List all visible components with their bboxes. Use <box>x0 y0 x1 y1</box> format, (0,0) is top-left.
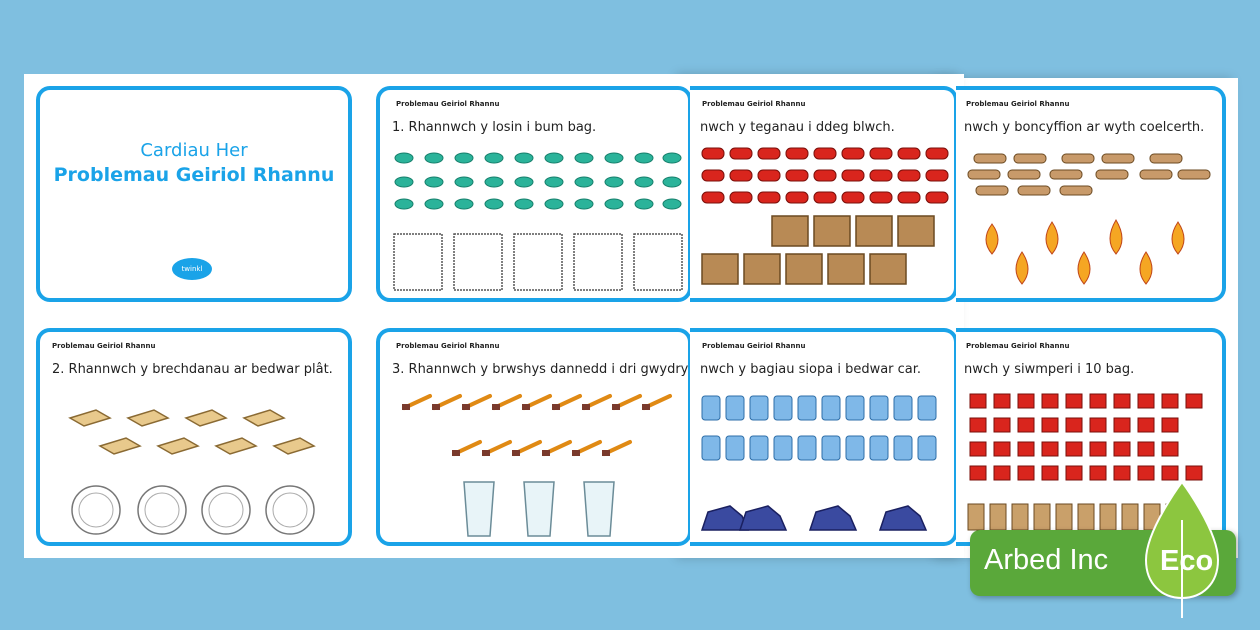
card-header: Problemau Geiriol Rhannu <box>966 342 1070 350</box>
card-logs: Problemau Geiriol Rhannu nwch y boncyffi… <box>956 86 1226 302</box>
sandwiches-illustration <box>68 409 316 535</box>
eco-label: Eco <box>1160 545 1214 577</box>
card-question: 3. Rhannwch y brwshys dannedd i dri gwyd… <box>392 362 692 377</box>
card-question: nwch y teganau i ddeg blwch. <box>700 120 895 135</box>
card-sandwiches: Problemau Geiriol Rhannu 2. Rhannwch y b… <box>36 328 352 546</box>
card-question: 2. Rhannwch y brechdanau ar bedwar plât. <box>52 362 333 377</box>
card-jumpers: Problemau Geiriol Rhannu nwch y siwmperi… <box>956 328 1226 546</box>
card-question: nwch y boncyffion ar wyth coelcerth. <box>964 120 1205 135</box>
twinkl-logo: twinkl <box>172 258 212 280</box>
card-toothbrushes: Problemau Geiriol Rhannu 3. Rhannwch y b… <box>376 328 692 546</box>
toothbrushes-illustration <box>402 394 672 537</box>
card-question: nwch y siwmperi i 10 bag. <box>964 362 1135 377</box>
card-header: Problemau Geiriol Rhannu <box>702 100 806 108</box>
jumpers-illustration <box>967 393 1203 531</box>
eco-leaf-icon <box>1144 480 1220 618</box>
cover-card: Cardiau Her Problemau Geiriol Rhannu twi… <box>36 86 352 302</box>
cover-subtitle: Problemau Geiriol Rhannu <box>53 164 335 186</box>
card-question: nwch y bagiau siopa i bedwar car. <box>700 362 922 377</box>
card-toys: Problemau Geiriol Rhannu nwch y teganau … <box>690 86 958 302</box>
logs-illustration <box>967 153 1211 285</box>
arbed-brand-text: Arbed Inc <box>984 544 1109 576</box>
card-sweets: Problemau Geiriol Rhannu 1. Rhannwch y l… <box>376 86 692 302</box>
sweets-illustration <box>393 152 683 291</box>
bags-illustration <box>700 395 937 531</box>
card-header: Problemau Geiriol Rhannu <box>396 342 500 350</box>
card-header: Problemau Geiriol Rhannu <box>396 100 500 108</box>
card-question: 1. Rhannwch y losin i bum bag. <box>392 120 597 135</box>
card-header: Problemau Geiriol Rhannu <box>52 342 156 350</box>
cover-title: Cardiau Her <box>140 140 248 161</box>
card-header: Problemau Geiriol Rhannu <box>702 342 806 350</box>
toys-illustration <box>701 147 949 285</box>
card-bags: Problemau Geiriol Rhannu nwch y bagiau s… <box>690 328 958 546</box>
card-header: Problemau Geiriol Rhannu <box>966 100 1070 108</box>
